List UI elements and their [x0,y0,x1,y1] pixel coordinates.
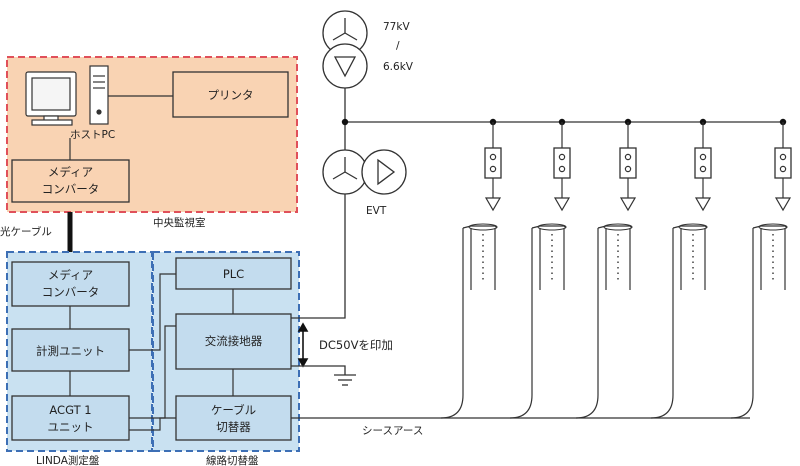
plc-label: PLC [223,267,244,281]
evt-to-grounding-wire [291,194,346,319]
cable-head-5 [752,225,788,229]
evt-label: EVT [366,205,387,217]
printer-box [172,71,289,118]
linda-panel-label: LINDA測定盤 [36,454,100,466]
host-pc-label: ホストPC [70,129,115,141]
disconnector-4 [694,147,712,179]
ac-grounding-box [175,313,292,370]
cable-head-4 [672,225,708,229]
cable-head-1 [462,225,498,229]
measurement-unit-label: 計測ユニット [36,344,105,358]
cable-head-2 [531,225,567,229]
arrester-4 [694,197,712,212]
sheath-cable-5 [730,228,754,419]
transformer-voltage-separator: / [396,40,400,52]
transformer-secondary-voltage: 6.6kV [383,61,414,73]
disconnector-2 [553,147,571,179]
central-media-converter-line2: コンバータ [42,182,100,196]
linda-media-converter-box [11,261,130,307]
central-media-converter-line1: メディア [48,165,93,179]
cable-switch-line2: 切替器 [216,420,251,434]
evt-symbol [322,149,407,195]
central-monitoring-room: ホストPC プリンタ メディア コンバータ 中央監視室 [6,56,298,229]
feeder-circuits [440,118,792,419]
sheath-cable-3 [575,228,599,419]
arrester-1 [484,197,502,212]
dc-apply-label: DC50Vを印加 [319,338,393,352]
arrester-2 [553,197,571,212]
disconnector-1 [484,147,502,179]
acgt-unit-line2: ユニット [48,420,94,434]
line-switch-panel: PLC 交流接地器 ケーブル 切替器 線路切替盤 [152,251,300,466]
optical-cable-label: 光ケーブル [0,225,52,238]
central-media-converter-box [11,159,130,203]
ac-grounding-label: 交流接地器 [205,334,263,348]
measurement-unit-box [11,328,130,372]
sheath-cable-4 [650,228,674,419]
disconnector-5 [774,147,792,179]
sheath-cable-2 [509,228,533,419]
transformer-symbol [322,10,368,89]
linda-panel: メディア コンバータ 計測ユニット ACGT 1 ユニット LINDA測定盤 [6,251,153,466]
sheath-earth-label: シースアース [362,425,423,437]
disconnector-3 [619,147,637,179]
panel-wiring [129,273,176,431]
cable-switch-line1: ケーブル [211,403,256,417]
cable-head-3 [597,225,633,229]
line-switch-panel-label: 線路切替盤 [206,454,259,466]
linda-media-converter-line1: メディア [48,268,93,282]
dc-apply-arrow [297,322,309,368]
transformer-primary-voltage: 77kV [383,21,410,33]
printer-label: プリンタ [208,88,254,102]
central-room-label: 中央監視室 [153,216,206,229]
ground-symbol [334,374,356,386]
arrester-5 [774,197,792,212]
acgt-unit-box [11,395,130,441]
arrester-3 [619,197,637,212]
computer-icon [25,65,109,126]
sheath-cable-1 [440,228,464,419]
linda-media-converter-line2: コンバータ [42,285,100,299]
acgt-unit-line1: ACGT 1 [49,403,91,417]
